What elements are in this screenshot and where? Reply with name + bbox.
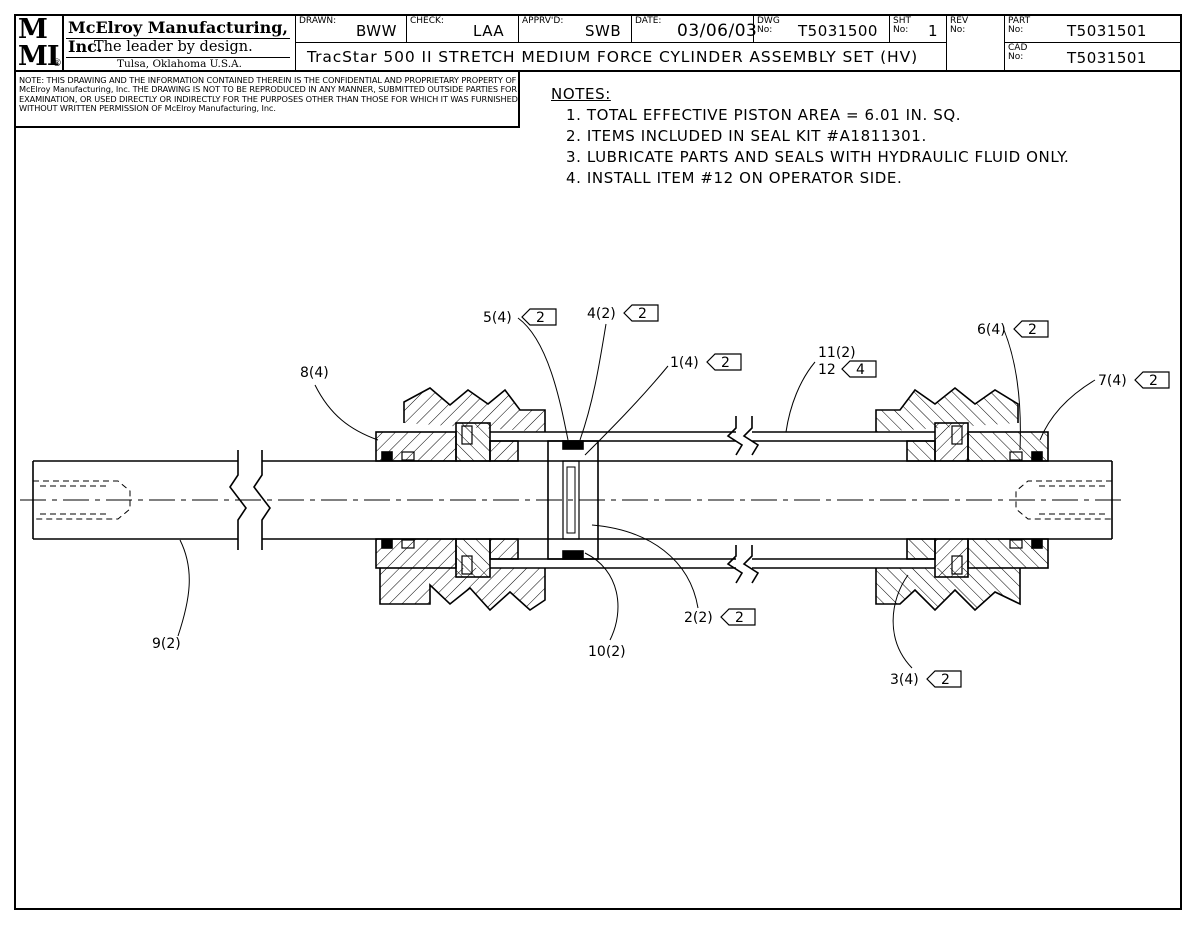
notes-heading: NOTES: <box>551 85 611 103</box>
callout-2: 2(2) 2 <box>684 608 756 626</box>
svg-text:1(4): 1(4) <box>670 355 699 371</box>
check-value: LAA <box>473 22 505 40</box>
dwg-value: T5031500 <box>798 22 878 40</box>
callout-8: 8(4) <box>300 365 329 381</box>
title-cell: TracStar 500 II STRETCH MEDIUM FORCE CYL… <box>295 42 947 72</box>
sht-value: 1 <box>928 22 939 40</box>
svg-text:5(4): 5(4) <box>483 310 512 326</box>
piston-rod <box>32 450 1113 550</box>
callouts: 5(4) 2 4(2) 2 1(4) 2 11(2) 12 4 6(4) 2 <box>152 304 1170 688</box>
callout-4: 4(2) 2 <box>587 304 659 322</box>
svg-text:3(4): 3(4) <box>890 672 919 688</box>
note-4: 4. INSTALL ITEM #12 ON OPERATOR SIDE. <box>566 169 903 187</box>
svg-text:6(4): 6(4) <box>977 322 1006 338</box>
note-3: 3. LUBRICATE PARTS AND SEALS WITH HYDRAU… <box>566 148 1070 166</box>
confidential-notice: NOTE: THIS DRAWING AND THE INFORMATION C… <box>19 75 518 114</box>
note-1: 1. TOTAL EFFECTIVE PISTON AREA = 6.01 IN… <box>566 106 962 124</box>
cad-cell: CAD No: T5031501 <box>1004 42 1182 72</box>
barrel-tube <box>490 416 935 584</box>
callout-10: 10(2) <box>588 644 626 660</box>
callout-3: 3(4) 2 <box>890 670 962 688</box>
piston <box>547 440 599 560</box>
callout-5: 5(4) 2 <box>483 308 557 326</box>
company-box: McElroy Manufacturing, Inc. The leader b… <box>52 14 296 72</box>
callout-7: 7(4) 2 <box>1098 371 1170 389</box>
svg-text:4(2): 4(2) <box>587 306 616 322</box>
svg-text:10(2): 10(2) <box>588 644 626 660</box>
svg-text:11(2): 11(2) <box>818 345 856 361</box>
svg-text:2: 2 <box>638 306 647 322</box>
svg-text:7(4): 7(4) <box>1098 373 1127 389</box>
svg-text:2: 2 <box>536 310 545 326</box>
notes-block: NOTES: 1. TOTAL EFFECTIVE PISTON AREA = … <box>551 84 1069 189</box>
rod-end-threads <box>33 480 1112 520</box>
svg-text:12: 12 <box>818 362 836 378</box>
cad-value: T5031501 <box>1067 49 1147 67</box>
date-value: 03/06/03 <box>677 21 758 41</box>
confidential-box <box>14 71 520 128</box>
drawing-title: TracStar 500 II STRETCH MEDIUM FORCE CYL… <box>307 48 919 66</box>
drawn-value: BWW <box>356 22 397 40</box>
company-name: McElroy Manufacturing, Inc. <box>68 18 288 56</box>
callout-1: 1(4) 2 <box>670 353 742 371</box>
svg-text:2: 2 <box>721 355 730 371</box>
leader-lines <box>177 317 1096 669</box>
svg-text:2: 2 <box>735 610 744 626</box>
callout-12: 12 4 <box>818 360 877 378</box>
part-value: T5031501 <box>1067 22 1147 40</box>
svg-text:2: 2 <box>941 672 950 688</box>
apprvd-value: SWB <box>585 22 622 40</box>
note-2: 2. ITEMS INCLUDED IN SEAL KIT #A1811301. <box>566 127 927 145</box>
company-location: Tulsa, Oklahoma U.S.A. <box>117 58 242 70</box>
callout-11: 11(2) <box>818 345 856 361</box>
company-slogan: The leader by design. <box>94 39 253 55</box>
svg-text:9(2): 9(2) <box>152 636 181 652</box>
svg-text:8(4): 8(4) <box>300 365 329 381</box>
callout-9: 9(2) <box>152 636 181 652</box>
svg-text:2(2): 2(2) <box>684 610 713 626</box>
registered-mark: ® <box>52 58 62 69</box>
callout-6: 6(4) 2 <box>977 320 1049 338</box>
svg-text:2: 2 <box>1028 322 1037 338</box>
right-end-cap <box>875 386 1049 612</box>
svg-text:4: 4 <box>856 362 865 378</box>
left-end-cap <box>375 387 546 612</box>
svg-text:2: 2 <box>1149 373 1158 389</box>
